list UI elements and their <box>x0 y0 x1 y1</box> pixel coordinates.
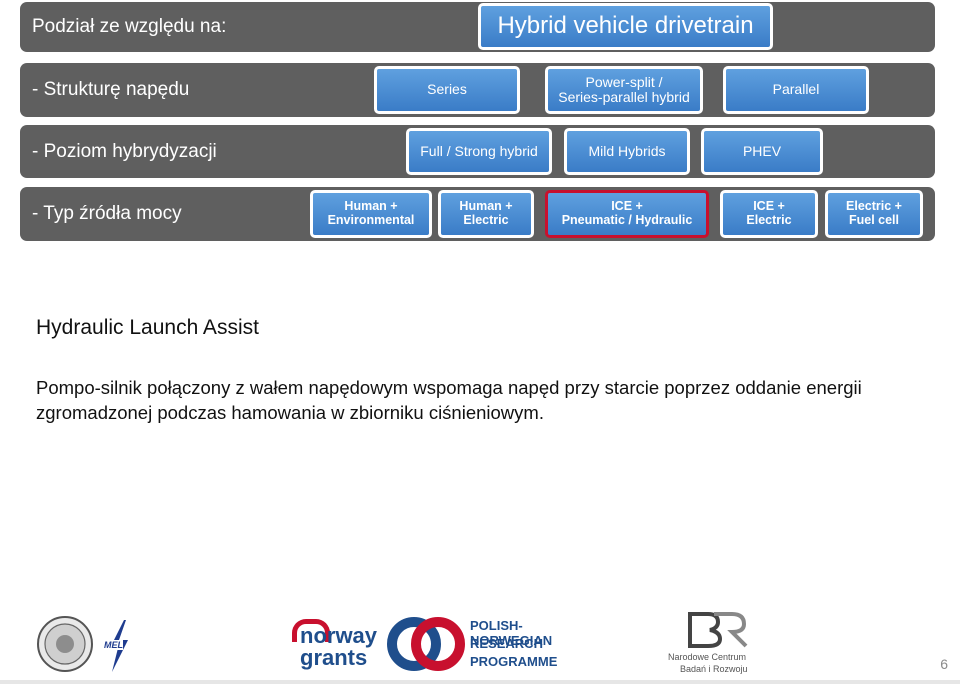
row-hybridization-level: - Poziom hybrydyzacji Full / Strong hybr… <box>20 125 935 178</box>
option-series[interactable]: Series <box>374 66 520 114</box>
option-human-electric[interactable]: Human + Electric <box>438 190 534 238</box>
row-label-power-source-type: - Typ źródła mocy <box>32 203 182 224</box>
ncbr-br-icon <box>688 612 748 648</box>
header-band: Podział ze względu na: Hybrid vehicle dr… <box>20 2 935 52</box>
option-mild-hybrids[interactable]: Mild Hybrids <box>564 128 690 175</box>
norway-grants-icon <box>292 619 330 642</box>
polish-norwegian-logo: POLISH-NORWEGIAN RESEARCH PROGRAMME <box>386 616 596 672</box>
ncbr-logo: Narodowe Centrum Badań i Rozwoju <box>664 612 774 676</box>
norway-grants-logo: norway grants <box>292 615 382 673</box>
option-parallel[interactable]: Parallel <box>723 66 869 114</box>
option-human-environmental[interactable]: Human + Environmental <box>310 190 432 238</box>
grants-text: grants <box>300 645 368 670</box>
pn-line-2: RESEARCH <box>470 636 543 651</box>
option-phev[interactable]: PHEV <box>701 128 823 175</box>
row-label-hybridization-level: - Poziom hybrydyzacji <box>32 141 217 162</box>
pn-line-1: POLISH-NORWEGIAN <box>470 618 553 648</box>
option-electric-fuel-cell[interactable]: Electric + Fuel cell <box>825 190 923 238</box>
row-power-source-type: - Typ źródła mocy Human + Environmental … <box>20 187 935 241</box>
row-label-drive-structure: - Strukturę napędu <box>32 79 190 100</box>
row-drive-structure: - Strukturę napędu Series Power-split / … <box>20 63 935 117</box>
ncbr-line-1: Narodowe Centrum <box>668 652 747 662</box>
mel-logo-text: MEL <box>104 640 123 650</box>
option-power-split[interactable]: Power-split / Series-parallel hybrid <box>545 66 703 114</box>
option-ice-pneumatic-hydraulic[interactable]: ICE + Pneumatic / Hydraulic <box>545 190 709 238</box>
mel-logo: MEL <box>104 618 132 674</box>
polish-norwegian-rings-icon <box>387 617 465 671</box>
page-number: 6 <box>940 656 948 672</box>
pn-line-3: PROGRAMME <box>470 654 558 669</box>
content-heading: Hydraulic Launch Assist <box>36 316 259 339</box>
title-box: Hybrid vehicle drivetrain <box>478 3 773 50</box>
norway-text: norway <box>300 623 378 648</box>
header-label: Podział ze względu na: <box>32 16 227 37</box>
ncbr-line-2: Badań i Rozwoju <box>680 664 748 674</box>
option-full-strong-hybrid[interactable]: Full / Strong hybrid <box>406 128 552 175</box>
content-description: Pompo-silnik połączony z wałem napędowym… <box>36 377 862 423</box>
diagram-title: Hybrid vehicle drivetrain <box>497 12 754 40</box>
university-seal-logo <box>36 615 94 673</box>
footer-divider <box>0 680 960 684</box>
option-ice-electric[interactable]: ICE + Electric <box>720 190 818 238</box>
